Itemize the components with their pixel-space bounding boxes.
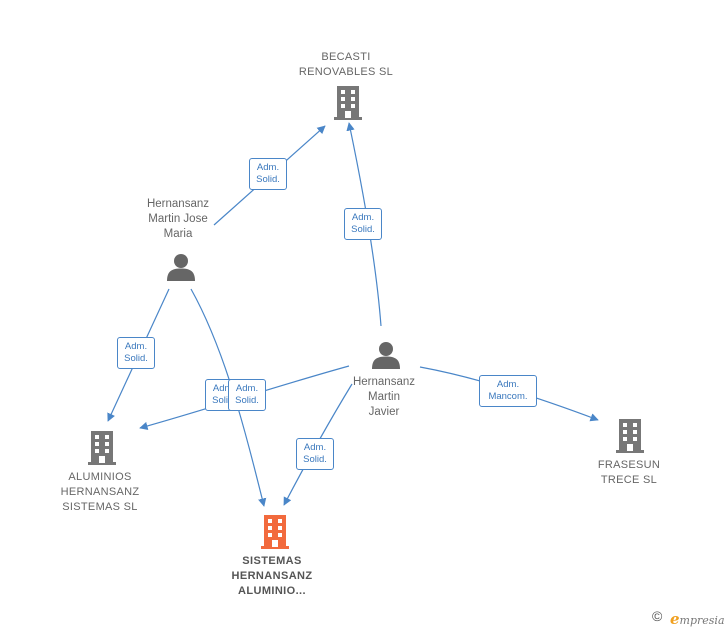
node-label-line: Javier bbox=[368, 406, 400, 418]
edge-label-line: Solid. bbox=[351, 224, 375, 235]
node-label-line: ALUMINIO... bbox=[238, 585, 306, 597]
edge-label-line: Adm. bbox=[235, 383, 259, 394]
building-icon-sistemas[interactable] bbox=[261, 515, 289, 549]
building-icon-aluminios[interactable] bbox=[88, 431, 116, 465]
edge-label-line: Adm. bbox=[351, 212, 375, 223]
node-label-line: HERNANSANZ bbox=[60, 486, 140, 498]
building-icon-frasesun[interactable] bbox=[616, 419, 644, 453]
edge-label-line: Adm. bbox=[124, 341, 148, 352]
edges-layer bbox=[107, 122, 599, 507]
node-label-line: FRASESUN bbox=[597, 459, 661, 471]
node-label-line: Hernansanz bbox=[146, 198, 209, 210]
edge-label-line: Mancom. bbox=[488, 391, 528, 402]
edge-label-javier-sistemas: Adm.Solid. bbox=[296, 438, 334, 470]
edge-label-line: Solid. bbox=[303, 454, 327, 465]
edge-label-jose-becasti: Adm.Solid. bbox=[249, 158, 287, 190]
building-icon-becasti[interactable] bbox=[334, 86, 362, 120]
node-label-line: Maria bbox=[163, 228, 193, 240]
edge-label-line: Solid. bbox=[124, 353, 148, 364]
edge-label-javier-becasti: Adm.Solid. bbox=[344, 208, 382, 240]
node-label-line: Hernansanz bbox=[352, 376, 415, 388]
node-label-line: Martin bbox=[368, 391, 400, 403]
node-label-line: RENOVABLES SL bbox=[298, 66, 394, 78]
edge-label-line: Adm. bbox=[256, 162, 280, 173]
node-label-line: HERNANSANZ bbox=[231, 570, 313, 582]
edge-label-line: Solid. bbox=[235, 395, 259, 406]
edge-label-line: Adm. bbox=[496, 379, 520, 390]
node-label-frasesun[interactable]: FRASESUN TRECE SL bbox=[579, 458, 679, 488]
person-icon-hernansanz_jose[interactable] bbox=[167, 254, 195, 281]
edge-label-line: Solid. bbox=[256, 174, 280, 185]
copyright-symbol: © bbox=[652, 608, 663, 624]
edge-label-javier-aluminios: Adm.Solid. bbox=[228, 379, 266, 411]
empresia-logo: empresia bbox=[670, 610, 725, 628]
edge-label-line: Solid. bbox=[212, 395, 236, 406]
node-label-becasti[interactable]: BECASTI RENOVABLES SL bbox=[286, 50, 406, 80]
node-label-line: ALUMINIOS bbox=[68, 471, 132, 483]
node-label-line: SISTEMAS SL bbox=[62, 501, 138, 513]
edge-label-line: Adm. bbox=[303, 442, 327, 453]
node-label-line: BECASTI bbox=[321, 51, 371, 63]
node-label-line: SISTEMAS bbox=[242, 555, 302, 567]
node-label-line: TRECE SL bbox=[600, 474, 658, 486]
person-icon-hernansanz_javier[interactable] bbox=[372, 342, 400, 369]
edge-label-javier-frasesun: Adm.Mancom. bbox=[479, 375, 537, 407]
node-label-aluminios[interactable]: ALUMINIOS HERNANSANZ SISTEMAS SL bbox=[40, 470, 160, 515]
edge-label-line: Adm. bbox=[212, 383, 236, 394]
edge-label-jose-aluminios: Adm.Solid. bbox=[117, 337, 155, 369]
node-label-line: Martin Jose bbox=[148, 213, 208, 225]
node-label-sistemas[interactable]: SISTEMAS HERNANSANZ ALUMINIO... bbox=[212, 554, 332, 599]
icons-layer bbox=[88, 86, 644, 549]
empresia-watermark: © empresia bbox=[638, 608, 728, 628]
